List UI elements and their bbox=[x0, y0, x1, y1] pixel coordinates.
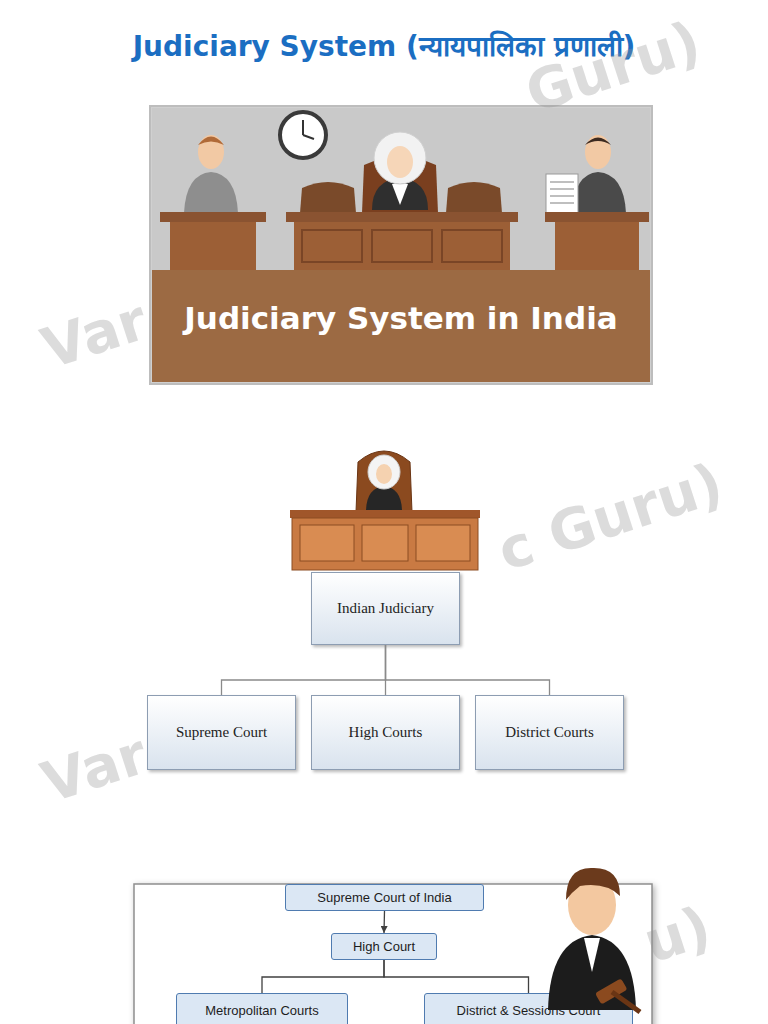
desk-top bbox=[286, 212, 518, 222]
paper bbox=[546, 174, 578, 216]
judge-robe bbox=[366, 486, 402, 512]
node-label: Supreme Court bbox=[176, 724, 267, 741]
watermark: Var bbox=[34, 721, 155, 815]
wall bbox=[152, 108, 650, 270]
lawyer-icon bbox=[548, 868, 640, 1012]
watermark: Guru) bbox=[518, 8, 708, 125]
watermark: Var bbox=[34, 287, 155, 381]
person-head bbox=[198, 135, 224, 169]
court-box: District & Sessions Court bbox=[424, 993, 633, 1024]
collar bbox=[392, 184, 408, 205]
desk-top bbox=[160, 212, 266, 222]
node-label: District Courts bbox=[505, 724, 594, 741]
court-box: High Court bbox=[331, 933, 437, 960]
chart-frame bbox=[134, 884, 652, 1024]
node-label: Metropolitan Courts bbox=[205, 1003, 318, 1018]
connector bbox=[386, 645, 550, 695]
node-label: District & Sessions Court bbox=[457, 1003, 601, 1018]
courtroom-illustration bbox=[150, 106, 652, 384]
illustration-frame bbox=[150, 106, 652, 384]
court-box: Supreme Court of India bbox=[285, 884, 484, 911]
desk-top bbox=[290, 510, 480, 518]
person-hair bbox=[585, 138, 611, 146]
desk-panels bbox=[302, 230, 502, 262]
judge-wig bbox=[368, 455, 400, 489]
judge-icon bbox=[290, 451, 480, 570]
node-label: High Court bbox=[353, 939, 415, 954]
desk bbox=[170, 222, 256, 270]
judge-wig bbox=[374, 132, 426, 184]
gavel-handle bbox=[612, 992, 640, 1012]
desk bbox=[294, 222, 510, 270]
paper-lines bbox=[550, 182, 574, 203]
person-vest bbox=[184, 172, 238, 213]
gavel-head bbox=[595, 978, 627, 1004]
judge-face bbox=[376, 464, 392, 484]
clock-hand bbox=[302, 120, 304, 135]
desk-top bbox=[545, 212, 649, 222]
judge-chair bbox=[356, 451, 412, 512]
connector bbox=[384, 960, 529, 993]
node-label: Supreme Court of India bbox=[317, 890, 451, 905]
person-hair bbox=[198, 137, 224, 146]
clock-hand bbox=[303, 135, 314, 139]
lawyer-robe bbox=[548, 935, 636, 1010]
court-box: High Courts bbox=[311, 695, 460, 770]
desk bbox=[292, 518, 478, 570]
title: Judiciary System (न्यायपालिका प्रणाली) bbox=[0, 26, 768, 64]
root-box: Indian Judiciary bbox=[311, 572, 460, 645]
person-suit bbox=[572, 172, 626, 213]
chair bbox=[300, 182, 356, 213]
watermark: c Guru) bbox=[490, 450, 730, 583]
court-box: District Courts bbox=[475, 695, 624, 770]
watermark: u) bbox=[636, 893, 718, 975]
desk bbox=[555, 222, 639, 270]
node-label: High Courts bbox=[349, 724, 423, 741]
lawyer-collar bbox=[584, 938, 600, 972]
node-label: Judiciary System in India bbox=[184, 300, 617, 336]
court-box: Supreme Court bbox=[147, 695, 296, 770]
node-label: Indian Judiciary bbox=[337, 600, 434, 617]
connector bbox=[222, 645, 386, 695]
person-head bbox=[585, 135, 611, 169]
judge-face bbox=[387, 146, 413, 178]
connector bbox=[385, 645, 386, 695]
banner-band: Judiciary System in India bbox=[152, 270, 650, 382]
chair bbox=[446, 182, 502, 213]
desk-panels bbox=[300, 525, 470, 561]
connector bbox=[262, 960, 384, 993]
lawyer-hair bbox=[566, 868, 620, 900]
court-box: Metropolitan Courts bbox=[176, 993, 348, 1024]
clock bbox=[280, 112, 326, 158]
title-area: Judiciary System (न्यायपालिका प्रणाली) bbox=[0, 26, 768, 64]
connector bbox=[383, 911, 385, 933]
lawyer-face bbox=[568, 875, 616, 935]
